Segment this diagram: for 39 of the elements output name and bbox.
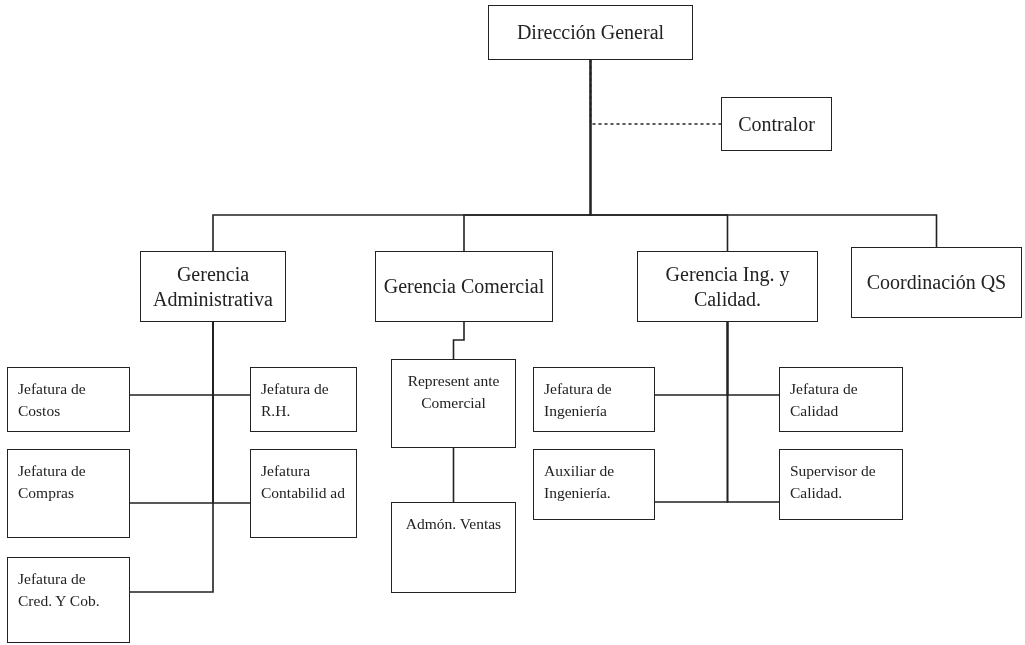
box-label: Gerencia Administrativa: [152, 261, 274, 312]
connector-line: [452, 447, 455, 503]
box-label: Jefatura de R.H.: [261, 379, 330, 422]
org-box: [533, 367, 655, 432]
connector-line: [589, 59, 938, 248]
box-label: Jefatura de Calidad: [790, 379, 859, 422]
org-box: [375, 251, 553, 322]
org-box: [7, 557, 130, 643]
box-label: Gerencia Comercial: [383, 274, 545, 299]
box-label: Jefatura de Costos: [18, 379, 87, 422]
box-label: Jefatura Contabilid ad: [261, 461, 346, 504]
org-box: [250, 367, 357, 432]
org-box: [140, 251, 286, 322]
connector-line: [452, 321, 465, 360]
connector-line: [726, 321, 780, 503]
box-label: Gerencia Ing. y Calidad.: [664, 261, 791, 312]
org-box: [779, 367, 903, 432]
org-box: [488, 5, 693, 60]
box-label: Jefatura de Ingeniería: [544, 379, 613, 422]
box-label: Contralor: [738, 111, 815, 137]
org-box: [391, 359, 516, 448]
org-box: [7, 449, 130, 538]
box-label: Coordinación QS: [866, 270, 1007, 295]
connector-line: [129, 321, 214, 593]
org-box: [7, 367, 130, 432]
box-label: Auxiliar de Ingeniería.: [544, 461, 616, 504]
org-box: [779, 449, 903, 520]
box-label: Dirección General: [516, 20, 665, 45]
org-box: [533, 449, 655, 520]
box-label: Represent ante Comercial: [406, 371, 501, 414]
box-label: Jefatura de Cred. Y Cob.: [18, 569, 101, 612]
org-box: [851, 247, 1022, 318]
box-label: Admón. Ventas: [405, 514, 502, 534]
org-box: [391, 502, 516, 593]
org-box: [721, 97, 832, 151]
org-box: [250, 449, 357, 538]
box-label: Supervisor de Calidad.: [790, 461, 877, 504]
org-box: [637, 251, 818, 322]
box-label: Jefatura de Compras: [18, 461, 87, 504]
